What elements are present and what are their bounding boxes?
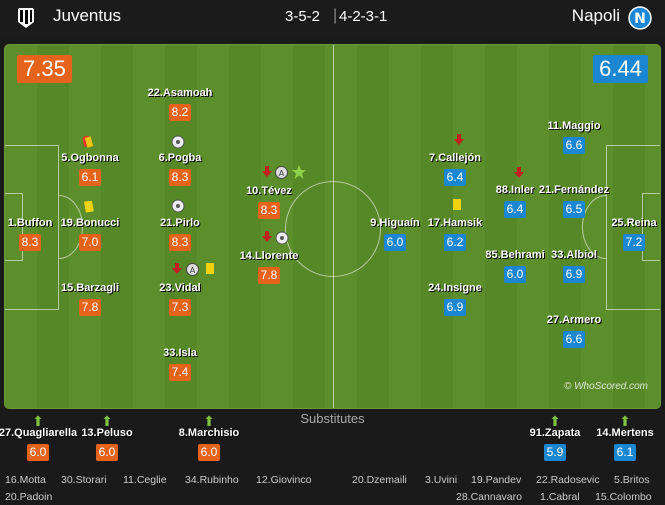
bench-player[interactable]: 19.Pandev [471,474,522,486]
home-team-rating: 7.35 [17,55,72,83]
man-of-match-star-icon [292,165,306,179]
sub-on-arrow-icon: ⬆ [101,413,113,429]
sub-on-arrow-icon: ⬆ [619,413,631,429]
sub-on-arrow-icon: ⬆ [203,413,215,429]
bench-player[interactable]: 22.Radosevic [536,474,600,486]
svg-text:A: A [190,266,196,275]
sub-off-arrow-icon [262,231,272,242]
assist-icon: A [275,166,288,179]
goal-ball-icon [171,135,185,149]
away-penalty-box [606,145,660,310]
home-goal-box [5,193,23,261]
bench-player[interactable]: 28.Cannavaro [456,491,522,503]
sub-on-arrow-icon: ⬆ [32,413,44,429]
goal-ball-icon [171,199,185,213]
away-team-name[interactable]: Napoli [571,6,620,25]
home-team-name[interactable]: Juventus [53,6,122,25]
svg-text:N: N [634,11,646,27]
watermark: © WhoScored.com [563,381,648,392]
sub-off-arrow-icon [262,166,272,177]
center-circle [285,181,381,277]
sub-off-arrow-icon [172,263,182,274]
bench-player[interactable]: 20.Padoin [5,491,53,503]
red-card-icon [83,136,93,148]
yellow-card-icon [206,263,214,274]
bench-player[interactable]: 30.Storari [61,474,107,486]
sub-off-arrow-icon [454,134,464,145]
substitutes-title: Substitutes [300,411,365,426]
yellow-card-icon [84,201,94,213]
away-team-rating: 6.44 [593,55,648,83]
away-goal-box [642,193,660,261]
sub-on-arrow-icon: ⬆ [549,413,561,429]
bench-player[interactable]: 34.Rubinho [185,474,239,486]
juventus-badge-icon [18,8,34,28]
bench-player[interactable]: 16.Motta [5,474,46,486]
bench-player[interactable]: 15.Colombo [595,491,652,503]
goal-ball-icon [275,231,289,245]
away-formation: 4-2-3-1 [339,8,388,25]
yellow-card-icon [453,199,461,210]
sub-off-arrow-icon [514,167,524,178]
svg-text:A: A [279,169,285,178]
bench-player[interactable]: 12.Giovinco [256,474,312,486]
bench-player[interactable]: 11.Ceglie [123,474,167,486]
home-penalty-box [5,145,59,310]
bench-player[interactable]: 5.Britos [614,474,650,486]
bench-player[interactable]: 1.Cabral [540,491,580,503]
match-header: Juventus 3-5-2 | 4-2-3-1 Napoli N [0,0,665,36]
bench-player[interactable]: 3.Uvini [425,474,458,486]
assist-icon: A [186,263,199,276]
formation-divider: | [333,7,338,24]
home-formation: 3-5-2 [285,8,321,25]
bench-player[interactable]: 20.Dzemaili [352,474,407,486]
napoli-badge-icon: N [628,6,652,30]
